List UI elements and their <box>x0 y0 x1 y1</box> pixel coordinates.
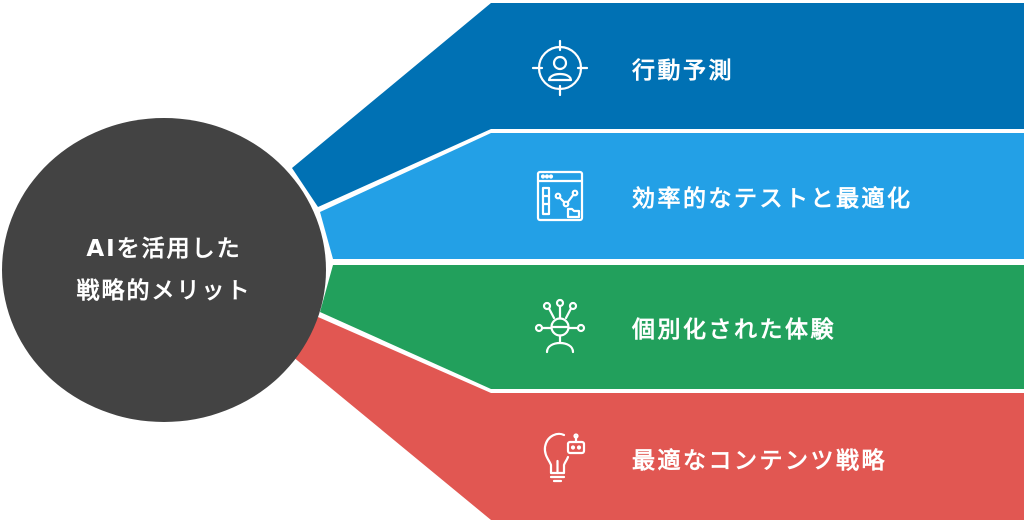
browser-analytics-icon <box>530 166 590 226</box>
benefit-label: 最適なコンテンツ戦略 <box>632 448 887 474</box>
benefit-item-testing-optimization: 効率的なテストと最適化 <box>530 166 913 226</box>
benefit-label: 効率的なテストと最適化 <box>632 186 913 212</box>
hub-title-line1: AIを活用した <box>86 236 242 262</box>
band-content-strategy <box>292 317 1024 520</box>
hub-title-line2: 戦略的メリット <box>76 278 252 304</box>
band-personalized-experience <box>320 265 1024 389</box>
central-topic-circle: AIを活用した 戦略的メリット <box>2 118 326 422</box>
benefit-label: 個別化された体験 <box>632 317 836 343</box>
connected-person-icon <box>530 297 590 357</box>
band-testing-optimization <box>320 133 1024 259</box>
benefit-item-behavior-prediction: 行動予測 <box>530 38 734 98</box>
lightbulb-robot-icon <box>530 428 590 488</box>
benefit-item-content-strategy: 最適なコンテンツ戦略 <box>530 428 887 488</box>
target-user-icon <box>530 38 590 98</box>
band-behavior-prediction <box>292 3 1024 207</box>
benefit-label: 行動予測 <box>632 58 734 84</box>
benefit-item-personalized-experience: 個別化された体験 <box>530 297 836 357</box>
